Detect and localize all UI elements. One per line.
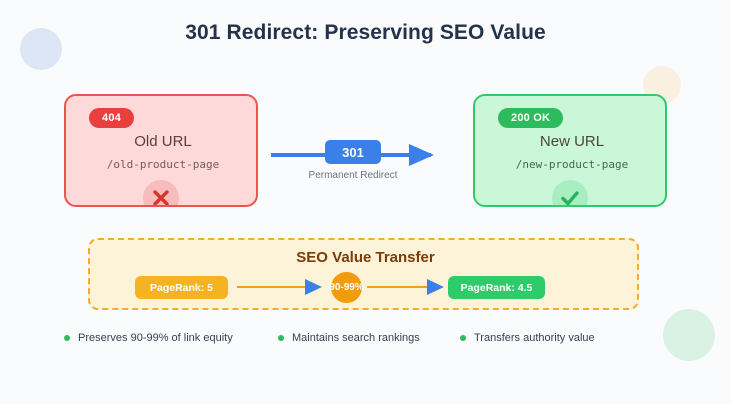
pagerank-end-badge: PageRank: 4.5 [448, 276, 545, 299]
old-url-path: /old-product-page [106, 158, 220, 171]
seo-transfer-line-1 [237, 286, 307, 288]
legend-dot-icon [278, 335, 284, 341]
seo-transfer-arrow-icon-2 [427, 279, 444, 295]
new-url-path: /new-product-page [515, 158, 629, 171]
seo-transfer-line-2 [367, 286, 429, 288]
legend-item: Maintains search rankings [278, 332, 460, 344]
legend: Preserves 90-99% of link equity Maintain… [64, 332, 644, 344]
pagerank-start-badge: PageRank: 5 [135, 276, 228, 299]
old-url-heading: Old URL [134, 133, 192, 150]
legend-item-label: Maintains search rankings [292, 332, 420, 344]
status-badge-404: 404 [89, 108, 134, 128]
legend-item: Preserves 90-99% of link equity [64, 332, 278, 344]
redirect-code-badge: 301 [325, 140, 381, 164]
status-badge-200: 200 OK [498, 108, 564, 128]
check-icon [552, 180, 588, 205]
new-url-heading: New URL [539, 133, 605, 150]
old-url-card: 404 Old URL /old-product-page [64, 94, 258, 207]
legend-dot-icon [64, 335, 70, 341]
new-url-card: 200 OK New URL /new-product-page [473, 94, 667, 207]
seo-value-transfer-panel: SEO Value Transfer PageRank: 5 90-99% Pa… [88, 238, 639, 310]
decorative-circle-mint [663, 309, 715, 361]
seo-panel-title: SEO Value Transfer [296, 249, 435, 266]
legend-item-label: Preserves 90-99% of link equity [78, 332, 233, 344]
legend-item-label: Transfers authority value [474, 332, 595, 344]
redirect-arrow-icon [409, 144, 434, 166]
redirect-caption: Permanent Redirect [308, 170, 398, 181]
legend-dot-icon [460, 335, 466, 341]
transfer-rate-circle: 90-99% [329, 272, 364, 303]
legend-item: Transfers authority value [460, 332, 595, 344]
seo-transfer-arrow-icon-1 [305, 279, 322, 295]
transfer-rate-label: 90-99% [329, 282, 364, 293]
cross-icon [143, 180, 179, 205]
page-title: 301 Redirect: Preserving SEO Value [185, 21, 546, 44]
